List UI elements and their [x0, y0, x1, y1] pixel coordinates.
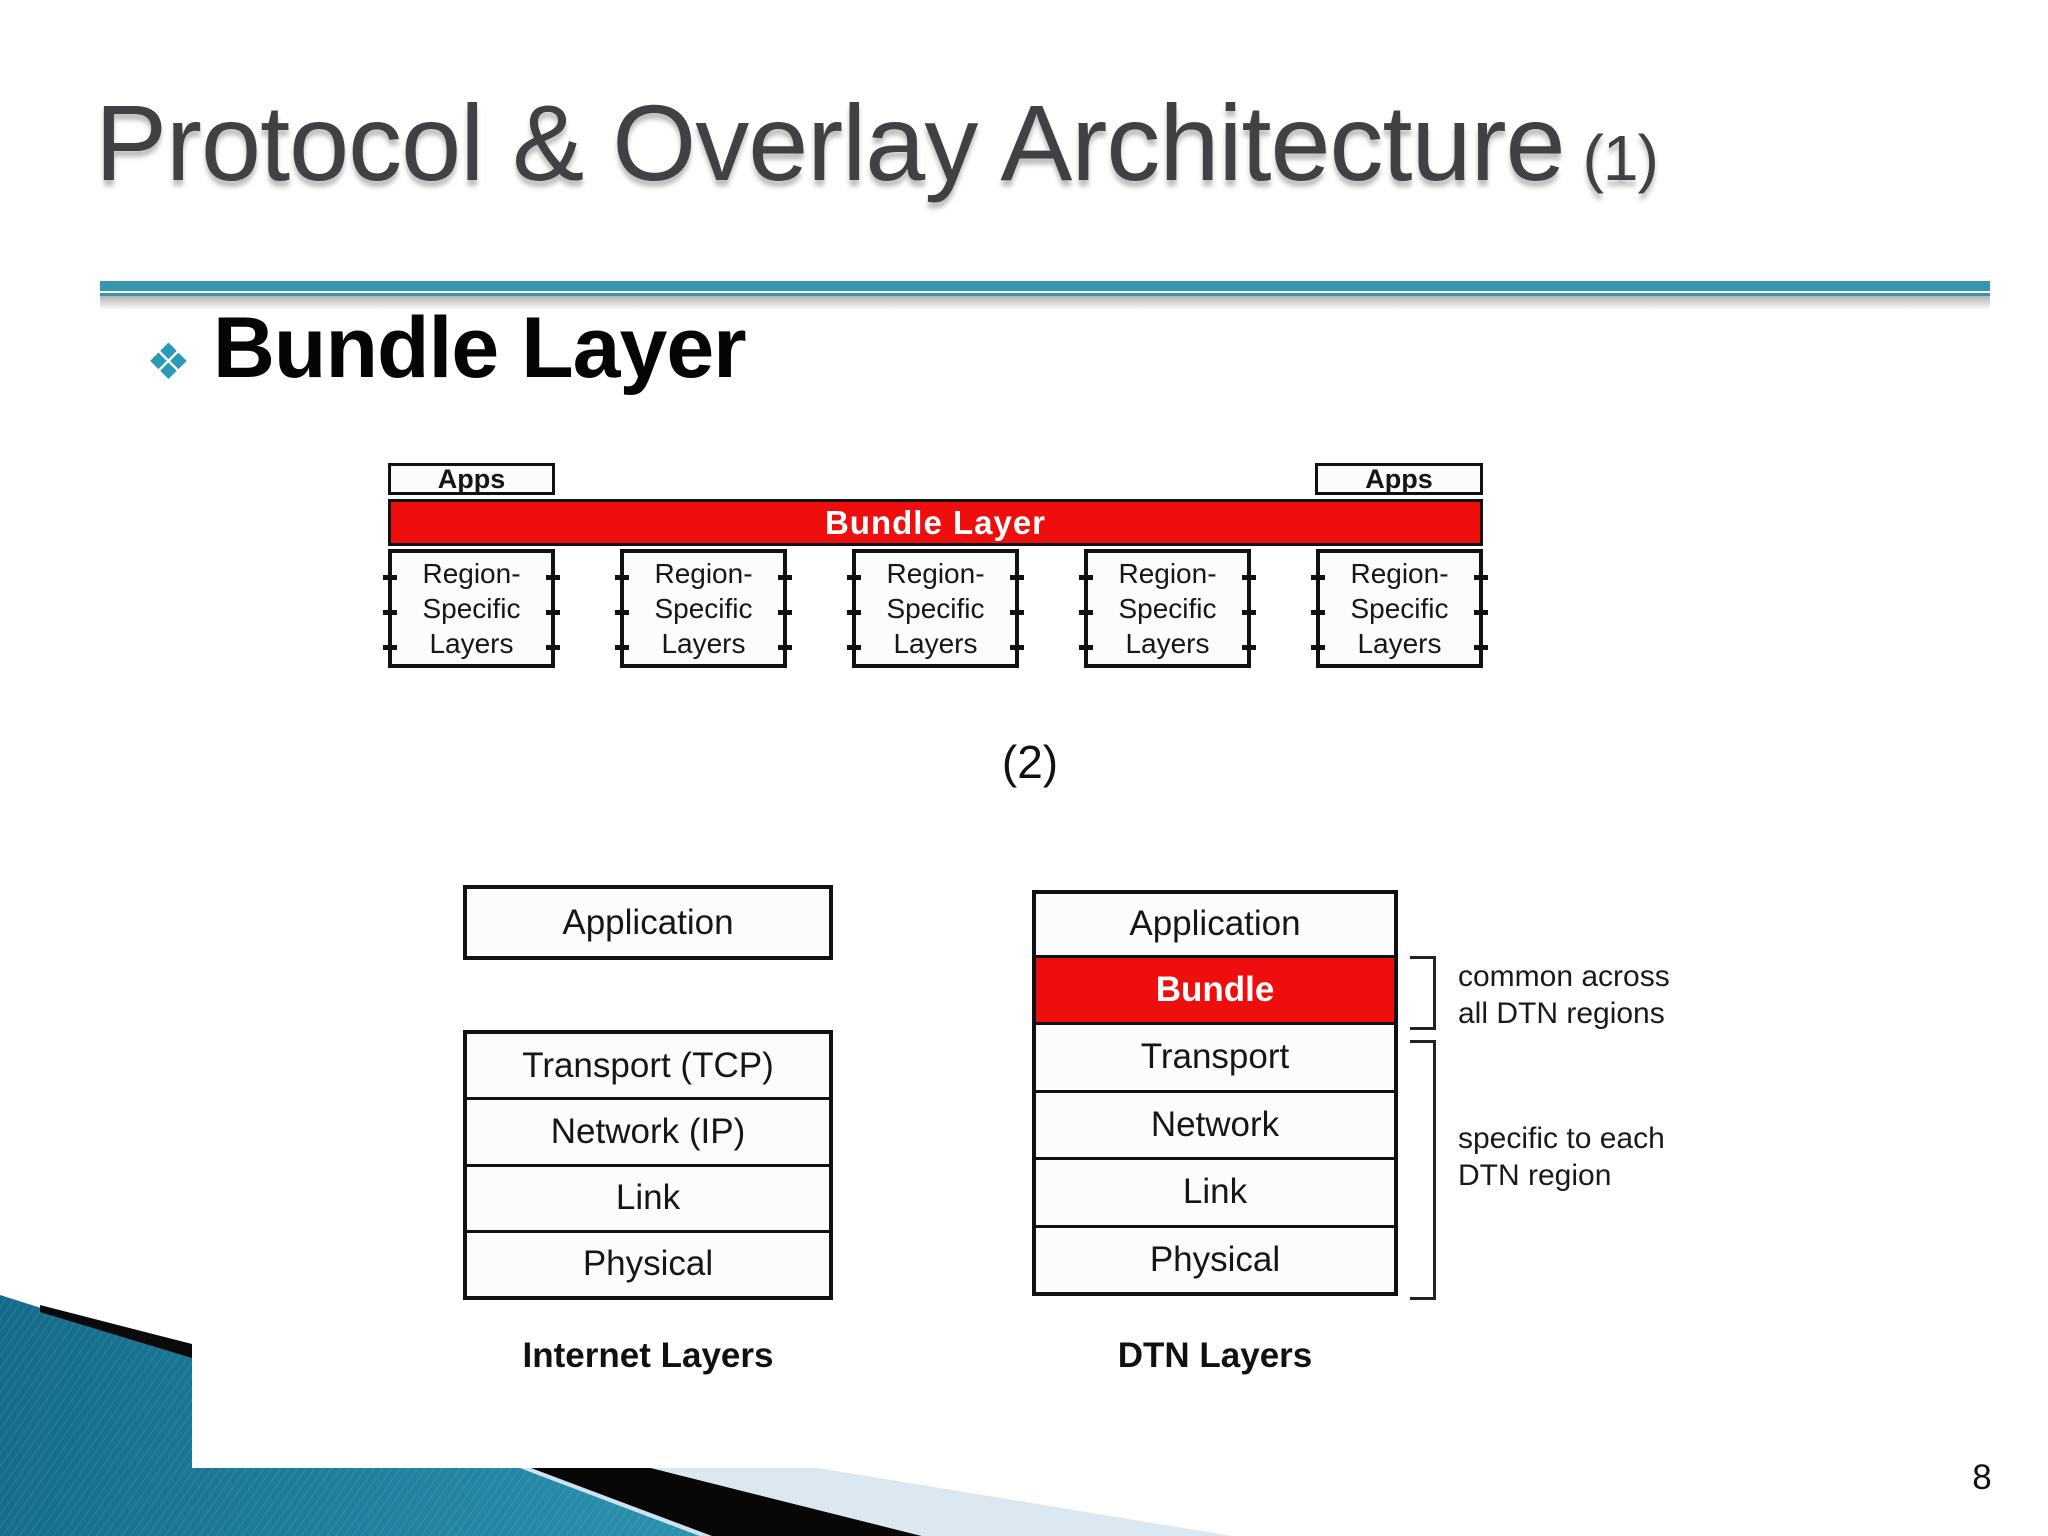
title-divider — [100, 281, 1990, 310]
region-line: Specific — [886, 593, 985, 624]
dash-tick — [1079, 610, 1093, 615]
dash-tick — [1079, 645, 1093, 650]
dash-tick — [615, 575, 629, 580]
dash-tick — [383, 575, 397, 580]
annotation-common-line2: all DTN regions — [1458, 997, 1665, 1030]
divider-gap — [100, 291, 1990, 293]
region-specific-layers-box-1: Region- Specific Layers — [383, 549, 560, 668]
dash-tick — [1311, 645, 1325, 650]
internet-row-transport: Transport (TCP) — [522, 1045, 774, 1085]
dash-tick — [383, 645, 397, 650]
dash-tick — [546, 645, 560, 650]
region-line: Layers — [1357, 628, 1442, 659]
dash-tick — [546, 575, 560, 580]
apps-box-left: Apps — [388, 463, 555, 495]
annotation-specific-line1: specific to each — [1458, 1122, 1665, 1155]
dtn-row-physical: Physical — [1036, 1224, 1394, 1292]
divider-line-thin — [100, 293, 1990, 296]
region-line: Region- — [1118, 558, 1217, 589]
dash-tick — [1474, 575, 1488, 580]
dash-tick — [1474, 645, 1488, 650]
annotation-specific-line2: DTN region — [1458, 1159, 1612, 1192]
bullet-heading: ❖ Bundle Layer — [146, 300, 747, 396]
dash-tick — [1010, 645, 1024, 650]
dash-tick — [1010, 575, 1024, 580]
dash-tick — [847, 645, 861, 650]
region-line: Layers — [893, 628, 978, 659]
dtn-row-application: Application — [1129, 904, 1301, 944]
region-line: Layers — [429, 628, 514, 659]
region-line: Layers — [1125, 628, 1210, 659]
page-title-suffix: (1) — [1582, 122, 1659, 194]
dash-tick — [1474, 610, 1488, 615]
internet-stack-group: Transport (TCP) Network (IP) Link Physic… — [463, 1030, 833, 1300]
region-line: Specific — [654, 593, 753, 624]
dash-tick — [1311, 575, 1325, 580]
internet-application-label: Application — [562, 902, 734, 942]
dtn-layers-caption: DTN Layers — [1117, 1336, 1313, 1375]
page-title: Protocol & Overlay Architecture(1) — [95, 86, 1659, 199]
divider-shadow — [100, 296, 1990, 310]
annotation-specific: specific to each DTN region — [1458, 1120, 1665, 1194]
dash-tick — [546, 610, 560, 615]
dtn-row-network: Network — [1036, 1089, 1394, 1157]
bracket-bundle — [1410, 956, 1436, 1030]
region-specific-layers-box-3: Region- Specific Layers — [847, 549, 1024, 668]
region-line: Specific — [422, 593, 521, 624]
page-number: 8 — [1972, 1458, 1992, 1497]
dash-tick — [847, 575, 861, 580]
region-line: Region- — [422, 558, 521, 589]
dash-tick — [778, 610, 792, 615]
dtn-row-link: Link — [1036, 1157, 1394, 1224]
dash-tick — [615, 645, 629, 650]
region-line: Region- — [1350, 558, 1449, 589]
divider-line-thick — [100, 281, 1990, 291]
region-line: Region- — [886, 558, 985, 589]
region-specific-layers-box-5: Region- Specific Layers — [1311, 549, 1488, 668]
dash-tick — [1242, 610, 1256, 615]
dash-tick — [847, 610, 861, 615]
dtn-stack-group: Application Bundle Transport Network Lin… — [1032, 890, 1398, 1296]
dash-tick — [1242, 575, 1256, 580]
internet-application-box: Application — [463, 885, 833, 960]
dash-tick — [778, 575, 792, 580]
figure-number-label: (2) — [1001, 736, 1059, 788]
diamond-bullet-icon: ❖ — [146, 334, 191, 390]
dash-tick — [1242, 645, 1256, 650]
bracket-region-specific — [1410, 1040, 1436, 1300]
internet-layers-caption: Internet Layers — [522, 1336, 774, 1375]
region-line: Specific — [1118, 593, 1217, 624]
bundle-layer-bar-label: Bundle Layer — [824, 503, 1047, 541]
annotation-common: common across all DTN regions — [1458, 958, 1670, 1032]
apps-box-left-label: Apps — [437, 463, 506, 494]
dash-tick — [1010, 610, 1024, 615]
dash-tick — [1311, 610, 1325, 615]
region-specific-layers-box-2: Region- Specific Layers — [615, 549, 792, 668]
internet-row-network: Network (IP) — [467, 1097, 829, 1163]
internet-row-physical: Physical — [467, 1229, 829, 1296]
dash-tick — [383, 610, 397, 615]
bundle-layer-bar: Bundle Layer — [388, 499, 1483, 546]
region-line: Specific — [1350, 593, 1449, 624]
region-line: Layers — [661, 628, 746, 659]
dash-tick — [778, 645, 792, 650]
region-line: Region- — [654, 558, 753, 589]
dash-tick — [1079, 575, 1093, 580]
dtn-row-transport: Transport — [1036, 1022, 1394, 1089]
dash-tick — [615, 610, 629, 615]
apps-box-right: Apps — [1315, 463, 1483, 495]
region-specific-layers-box-4: Region- Specific Layers — [1079, 549, 1256, 668]
dtn-row-bundle: Bundle — [1036, 954, 1394, 1023]
internet-row-link: Link — [467, 1163, 829, 1230]
bullet-heading-label: Bundle Layer — [212, 300, 747, 396]
annotation-common-line1: common across — [1458, 960, 1670, 993]
apps-box-right-label: Apps — [1365, 463, 1433, 494]
page-title-text: Protocol & Overlay Architecture — [95, 82, 1566, 203]
